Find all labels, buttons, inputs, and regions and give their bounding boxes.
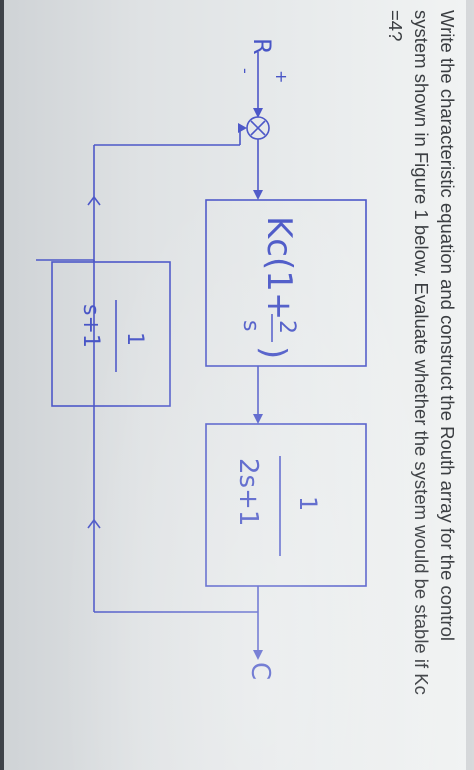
controller-tf-front: Kc(1+	[259, 216, 299, 320]
feedback-block	[51, 261, 171, 407]
summing-minus-sign: -	[236, 68, 255, 74]
plant-numerator: 1	[294, 496, 322, 511]
block-diagram: R + - Kc(1+ 2 s ) 1	[36, 38, 367, 680]
feedback-denominator: s+1	[78, 304, 103, 348]
controller-tf-numerator: 2	[274, 320, 299, 334]
feedback-numerator: 1	[122, 332, 147, 346]
feedback-return-arrow	[87, 195, 101, 206]
feedback-arrow-mark	[87, 518, 101, 529]
forward-arrowhead-2	[253, 414, 263, 424]
input-label-r: R	[248, 38, 276, 55]
controller-tf-denominator: s	[238, 320, 263, 331]
feedback-arrowhead	[238, 123, 247, 133]
summing-cross-2	[250, 120, 266, 136]
summing-plus-sign: +	[272, 70, 291, 83]
plant-denominator: 2s+1	[233, 458, 263, 526]
output-arrowhead	[253, 650, 263, 660]
forward-arrowhead-1	[253, 190, 263, 200]
input-arrowhead	[253, 108, 263, 118]
question-sheet: Write the characteristic equation and co…	[4, 0, 466, 770]
output-label-c: C	[245, 662, 275, 680]
controller-tf-close: )	[253, 346, 293, 359]
plant-block	[205, 423, 367, 587]
controller-block	[205, 199, 367, 367]
